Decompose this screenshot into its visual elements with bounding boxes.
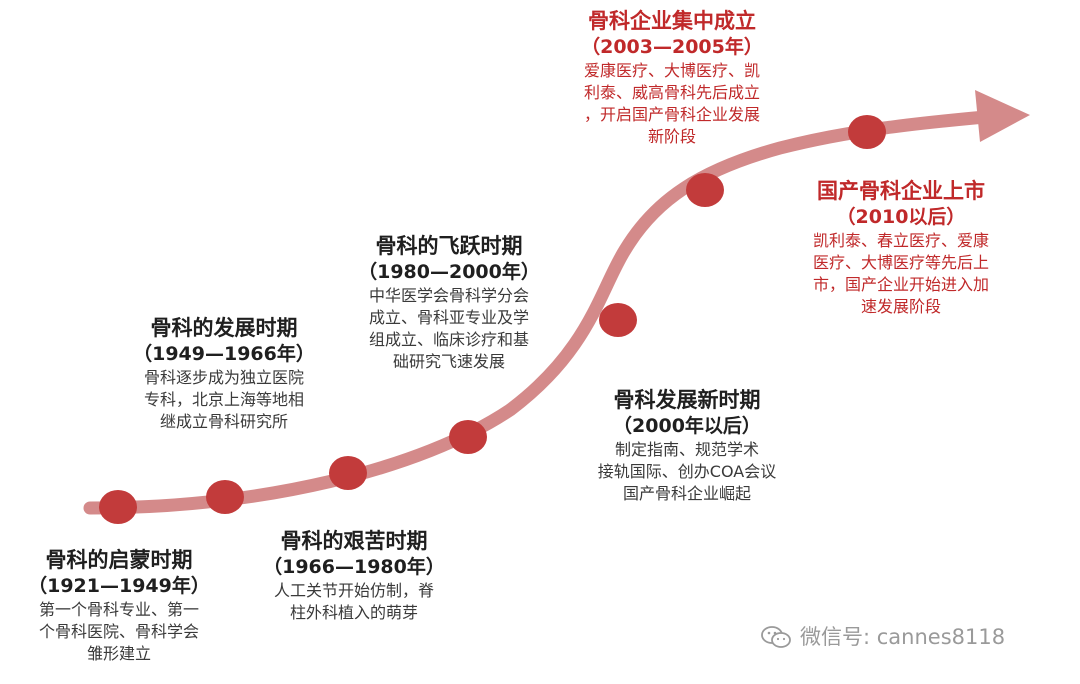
timeline-node-1 [99, 490, 137, 524]
stage-desc-line: 专科，北京上海等地相 [143, 390, 304, 409]
stage-desc-line: 中华医学会骨科学分会 [368, 286, 529, 305]
stage-desc-line: 利泰、威高骨科先后成立 [583, 83, 760, 102]
stage-desc-line: 第一个骨科专业、第一 [38, 600, 199, 619]
stage-desc-line: 成立、骨科亚专业及学 [368, 308, 529, 327]
timeline-node-5 [599, 303, 637, 337]
stage-desc-line: 组成立、临床诊疗和基 [368, 330, 529, 349]
stage-new-era: 骨科发展新时期 （2000年以后） 制定指南、规范学术 接轨国际、创办COA会议… [568, 387, 806, 505]
stage-title: 骨科的艰苦时期 [280, 529, 428, 553]
stage-desc-line: 速发展阶段 [860, 297, 941, 316]
stage-hardship: 骨科的艰苦时期 （1966—1980年） 人工关节开始仿制，脊 柱外科植入的萌芽 [243, 528, 465, 624]
stage-desc-line: 制定指南、规范学术 [614, 440, 759, 459]
stage-years: （1980—2000年） [358, 261, 540, 283]
stage-years: （1966—1980年） [263, 556, 445, 578]
stage-desc-line: 人工关节开始仿制，脊 [273, 581, 434, 600]
stage-desc-line: ，开启国产骨科企业发展 [583, 105, 760, 124]
arrow-head [975, 90, 1030, 142]
stage-desc-line: 柱外科植入的萌芽 [289, 603, 418, 622]
timeline-node-2 [206, 480, 244, 514]
stage-title: 国产骨科企业上市 [817, 179, 985, 203]
stage-years: （2003—2005年） [581, 36, 763, 58]
stage-desc-line: 凯利泰、春立医疗、爱康 [812, 231, 989, 250]
stage-title: 骨科的发展时期 [150, 316, 298, 340]
stage-title: 骨科的启蒙时期 [45, 548, 193, 572]
stage-desc-line: 个骨科医院、骨科学会 [38, 622, 199, 641]
stage-title: 骨科发展新时期 [613, 388, 761, 412]
stage-desc-line: 骨科逐步成为独立医院 [143, 368, 304, 387]
stage-leap: 骨科的飞跃时期 （1980—2000年） 中华医学会骨科学分会 成立、骨科亚专业… [338, 233, 560, 373]
stage-enlightenment: 骨科的启蒙时期 （1921—1949年） 第一个骨科专业、第一 个骨科医院、骨科… [8, 547, 230, 665]
stage-desc-line: 医疗、大博医疗等先后上 [812, 253, 989, 272]
stage-years: （2000年以后） [613, 415, 761, 437]
stage-development: 骨科的发展时期 （1949—1966年） 骨科逐步成为独立医院 专科，北京上海等… [113, 315, 335, 433]
stage-desc-line: 础研究飞速发展 [392, 352, 505, 371]
stage-desc-line: 爱康医疗、大博医疗、凯 [583, 61, 760, 80]
stage-desc-line: 雏形建立 [86, 644, 151, 663]
stage-years: （1949—1966年） [133, 343, 315, 365]
stage-title: 骨科的飞跃时期 [375, 234, 523, 258]
stage-desc-line: 继成立骨科研究所 [159, 412, 288, 431]
stage-title: 骨科企业集中成立 [588, 9, 756, 33]
stage-years: （1921—1949年） [28, 575, 210, 597]
timeline-node-4 [449, 420, 487, 454]
timeline-node-7 [848, 115, 886, 149]
watermark-text: 微信号: cannes8118 [800, 625, 1006, 649]
stage-enterprise-listing: 国产骨科企业上市 （2010以后） 凯利泰、春立医疗、爱康 医疗、大博医疗等先后… [776, 178, 1026, 318]
timeline-node-3 [329, 456, 367, 490]
stage-years: （2010以后） [836, 206, 966, 228]
stage-enterprise-founding: 骨科企业集中成立 （2003—2005年） 爱康医疗、大博医疗、凯 利泰、威高骨… [550, 8, 794, 148]
timeline-node-6 [686, 173, 724, 207]
stage-desc-line: 国产骨科企业崛起 [622, 484, 751, 503]
stage-desc-line: 市，国产企业开始进入加 [812, 275, 989, 294]
wechat-icon [761, 626, 791, 648]
stage-desc-line: 接轨国际、创办COA会议 [597, 462, 777, 481]
stage-desc-line: 新阶段 [647, 127, 696, 146]
